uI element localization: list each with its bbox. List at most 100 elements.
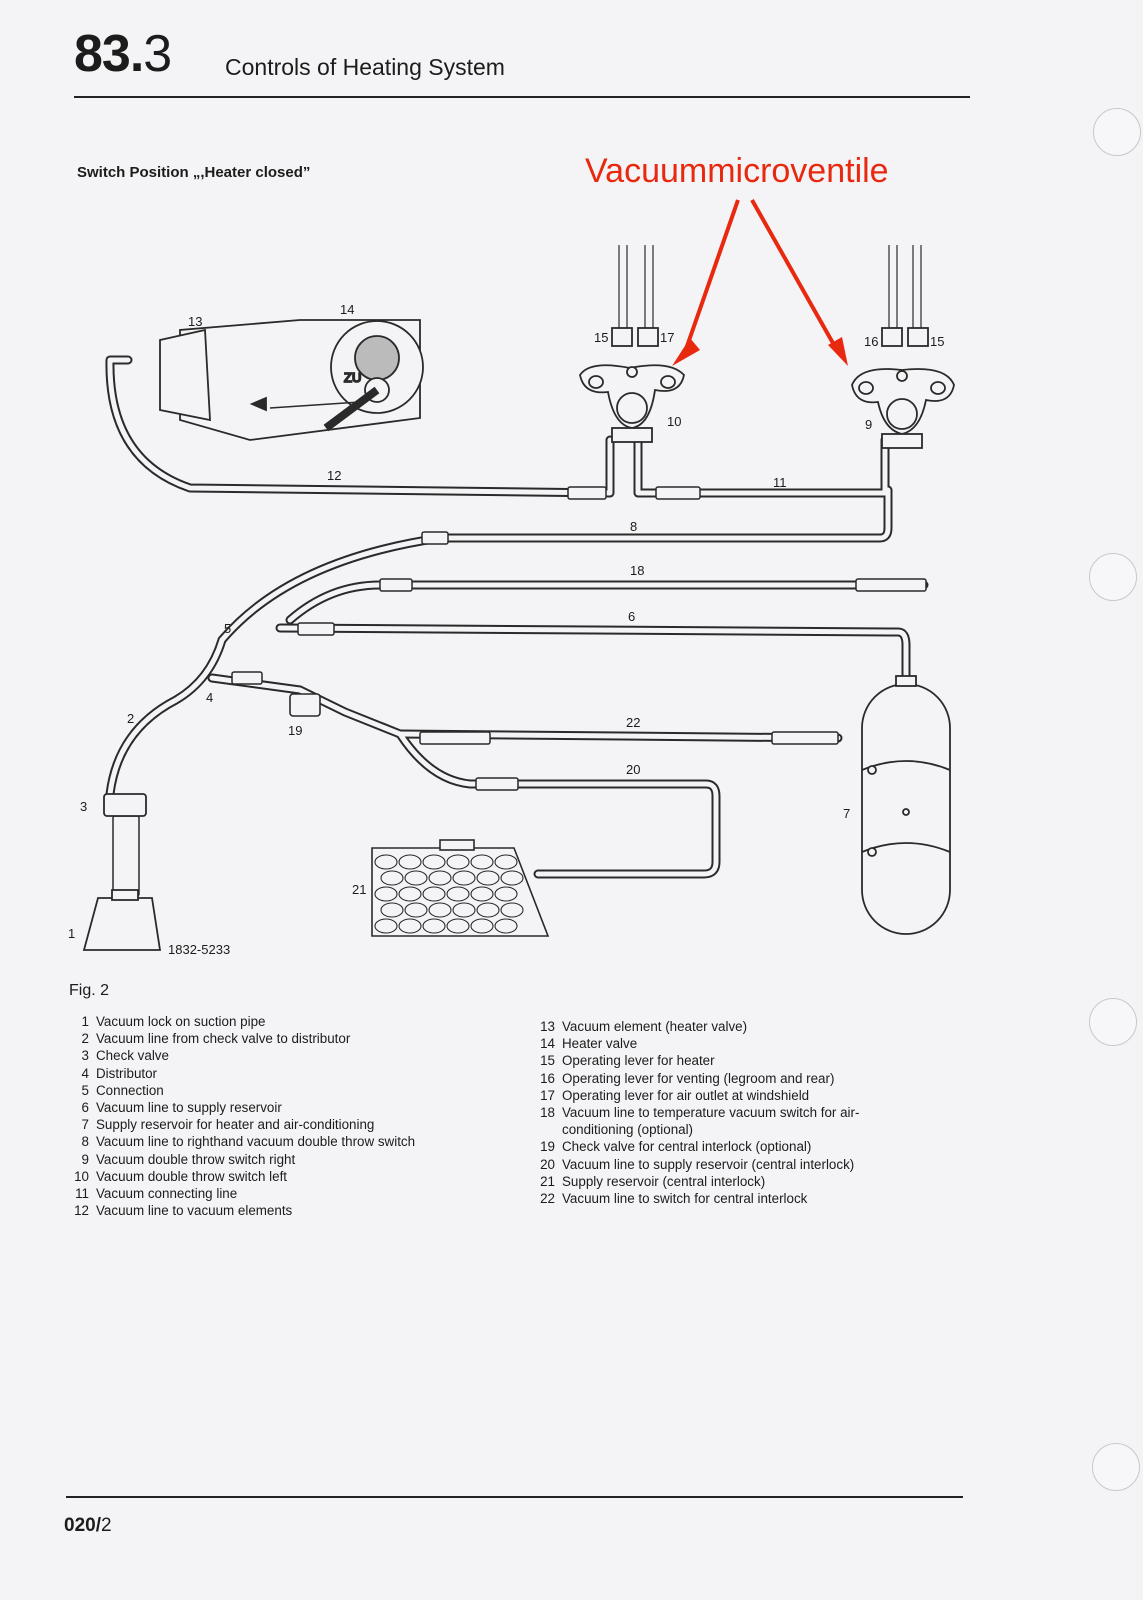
part-number-labels: 1 2 3 4 5 6 7 8 9 10 11 12 13 14 15 15 1… <box>68 302 944 957</box>
label-1: 1 <box>68 926 75 941</box>
vacuum-system-diagram: ZU <box>68 199 955 957</box>
section-number-major: 83. <box>74 25 144 83</box>
legend-item-text: Vacuum line from check valve to distribu… <box>96 1031 351 1047</box>
reservoir-cell <box>374 854 398 870</box>
label-3: 3 <box>80 799 87 814</box>
legend-item-number: 7 <box>81 1117 89 1133</box>
legend-item-number: 12 <box>74 1203 89 1219</box>
reservoir-cell <box>500 870 524 886</box>
reservoir-cell <box>470 854 494 870</box>
reservoir-cells <box>374 854 524 934</box>
reservoir-cell <box>428 902 452 918</box>
legend-item-number: 14 <box>540 1036 555 1052</box>
reservoir-cell <box>428 870 452 886</box>
hose-connectors <box>112 486 927 897</box>
legend-item-number: 16 <box>540 1070 555 1086</box>
legend-item-text: Vacuum lock on suction pipe <box>96 1014 266 1029</box>
legend-item: 12 Vacuum line to vacuum elements <box>66 1202 415 1219</box>
label-15-left: 15 <box>594 330 608 345</box>
legend-item-text: Vacuum double throw switch left <box>96 1168 288 1184</box>
legend-item-number: 11 <box>75 1186 89 1202</box>
legend-item: 16 Operating lever for venting (legroom a… <box>532 1070 859 1087</box>
legend-item-text: Vacuum element (heater valve) <box>562 1019 748 1034</box>
reservoir-cell <box>446 854 470 870</box>
double-throw-switch-right <box>851 245 955 449</box>
legend-item-number: 9 <box>81 1151 89 1167</box>
label-9: 9 <box>865 417 872 432</box>
legend-item-continuation: conditioning (optional) <box>562 1122 694 1138</box>
legend-item-text: Vacuum line to righthand vacuum double t… <box>96 1134 416 1150</box>
label-7: 7 <box>843 806 850 821</box>
legend-item: 13 Vacuum element (heater valve) <box>532 1018 859 1035</box>
punch-hole-3 <box>1089 998 1137 1046</box>
page-number-major: 020/ <box>64 1515 101 1536</box>
punch-hole-4 <box>1092 1443 1140 1491</box>
header-rule <box>74 96 970 98</box>
punch-hole-2 <box>1089 553 1137 601</box>
reservoir-cell <box>398 886 422 902</box>
label-11: 11 <box>773 475 787 490</box>
legend-item-number: 10 <box>74 1168 89 1184</box>
vacuum-microvalve-annotation: Vacuummicroventile <box>585 152 889 190</box>
legend-item-number: 21 <box>540 1173 555 1189</box>
reservoir-cell <box>422 918 446 934</box>
reservoir-cell <box>494 854 518 870</box>
legend-item-number: 19 <box>540 1139 555 1155</box>
legend-item-number: 22 <box>540 1191 555 1207</box>
reservoir-cell <box>494 886 518 902</box>
label-13: 13 <box>188 314 202 329</box>
legend-item-text: Vacuum line to temperature vacuum switch… <box>562 1105 860 1121</box>
section-number: 83.3 <box>74 25 172 83</box>
label-5: 5 <box>224 621 231 636</box>
legend-item-number: 18 <box>540 1105 555 1121</box>
figure-label: Fig. 2 <box>69 982 110 999</box>
annotation-arrowhead-right <box>828 337 848 366</box>
legend-item: 2 Vacuum line from check valve to distrib… <box>66 1030 415 1047</box>
reservoir-cell <box>398 918 422 934</box>
legend-item-text: Check valve <box>96 1048 169 1064</box>
page-title: Controls of Heating System <box>225 54 505 80</box>
reservoir-cell <box>470 886 494 902</box>
legend-item-number: 15 <box>540 1053 555 1069</box>
label-17: 17 <box>660 330 674 345</box>
label-12: 12 <box>327 468 341 483</box>
label-4: 4 <box>206 690 213 705</box>
legend-item: 10 Vacuum double throw switch left <box>66 1168 415 1185</box>
double-throw-switch-left <box>579 245 685 443</box>
annotation-arrow-right <box>750 199 840 353</box>
section-number-minor: 3 <box>143 25 172 83</box>
reservoir-cell <box>500 902 524 918</box>
label-10: 10 <box>667 414 681 429</box>
legend-item-number: 13 <box>540 1019 555 1034</box>
legend-item-number: 2 <box>81 1031 89 1047</box>
legend-item-text: Check valve for central interlock (optio… <box>562 1139 812 1155</box>
legend-item-text: Vacuum line to supply reservoir (central… <box>562 1156 855 1172</box>
legend-item-text: Operating lever for air outlet at windsh… <box>562 1087 810 1103</box>
reservoir-cell <box>452 902 476 918</box>
reservoir-cell <box>422 886 446 902</box>
vacuum-line-6 <box>275 623 911 689</box>
distributor-and-valve-19 <box>289 693 321 717</box>
page-number-minor: 2 <box>100 1515 112 1536</box>
legend-item-text: Vacuum line to vacuum elements <box>96 1203 293 1219</box>
supply-reservoir <box>861 675 951 935</box>
label-2: 2 <box>127 711 134 726</box>
reservoir-cell <box>476 870 500 886</box>
footer-rule <box>66 1496 963 1498</box>
label-16: 16 <box>864 334 878 349</box>
label-6: 6 <box>628 609 635 624</box>
reservoir-cell <box>494 918 518 934</box>
legend-item-text: Operating lever for venting (legroom and… <box>562 1070 835 1086</box>
reservoir-cell <box>404 870 428 886</box>
reservoir-cell <box>374 918 398 934</box>
reservoir-cell <box>398 854 422 870</box>
label-8: 8 <box>630 519 637 534</box>
